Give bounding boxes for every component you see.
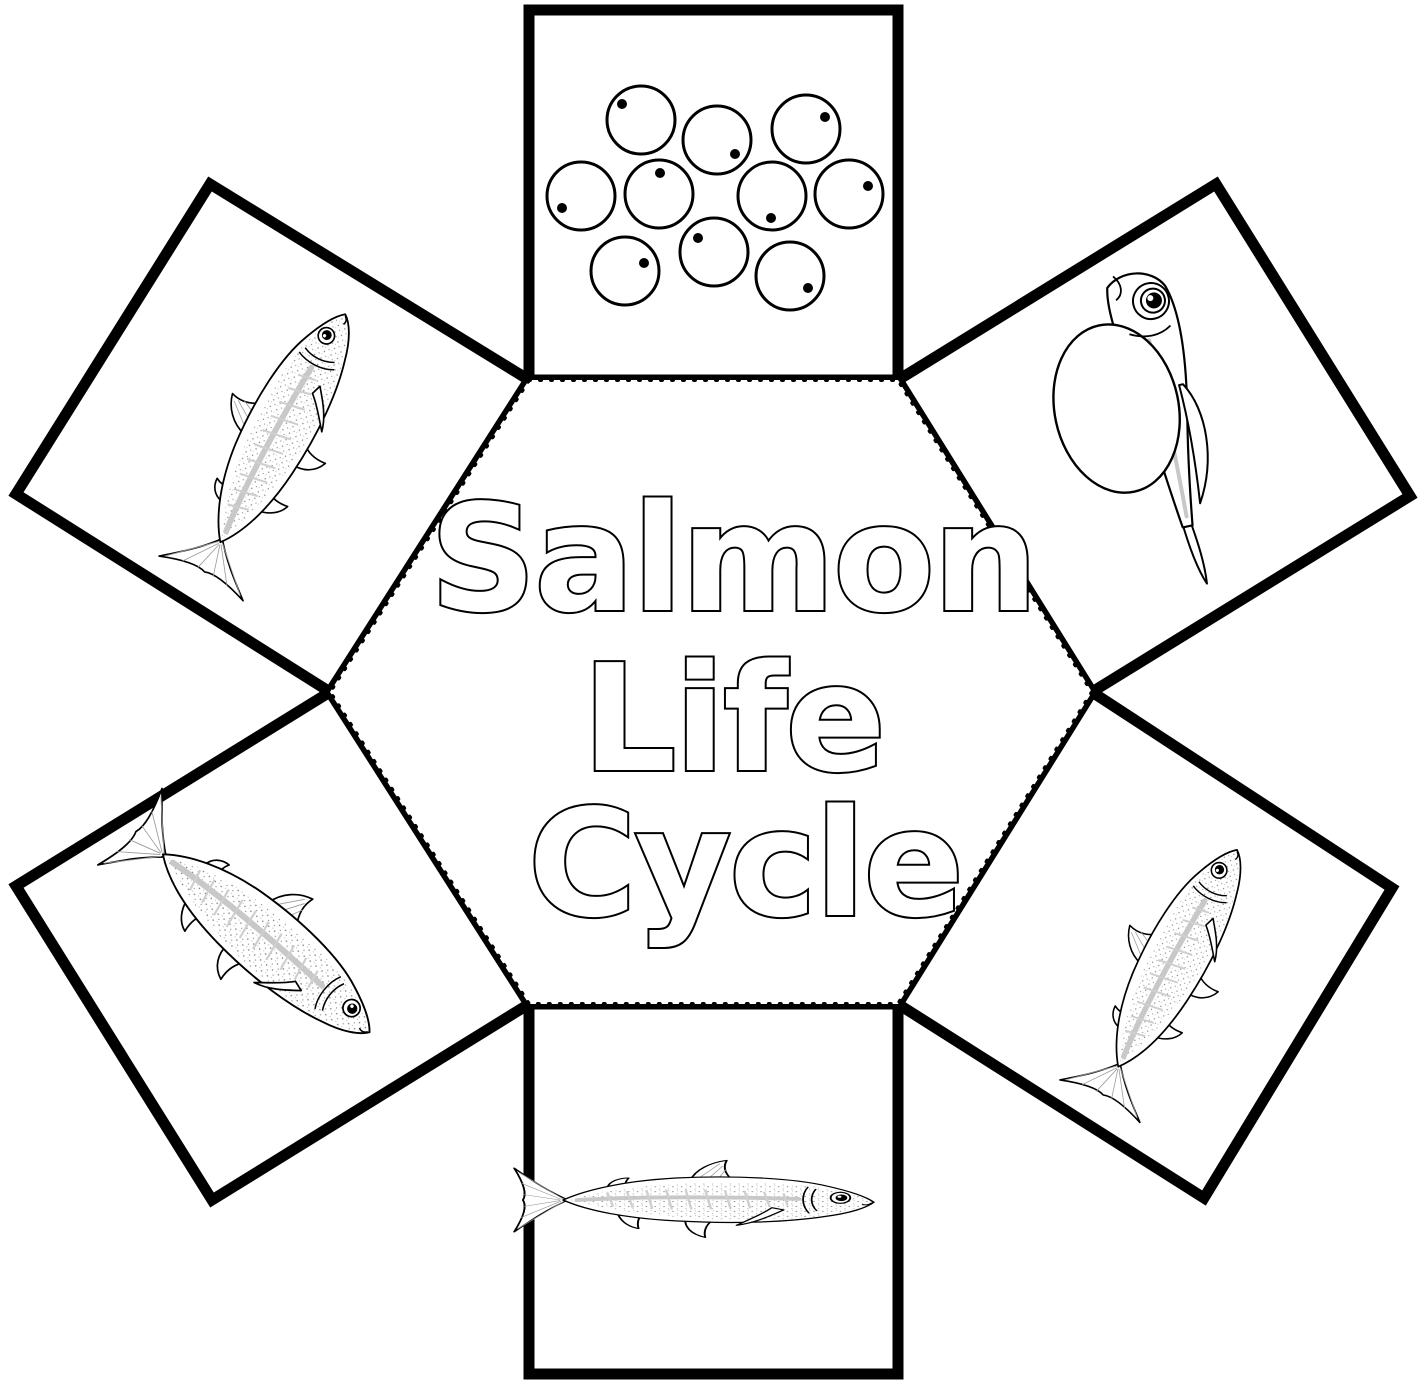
title-line-3: Cycle (528, 778, 962, 950)
title-line-1: Salmon (430, 473, 1036, 645)
